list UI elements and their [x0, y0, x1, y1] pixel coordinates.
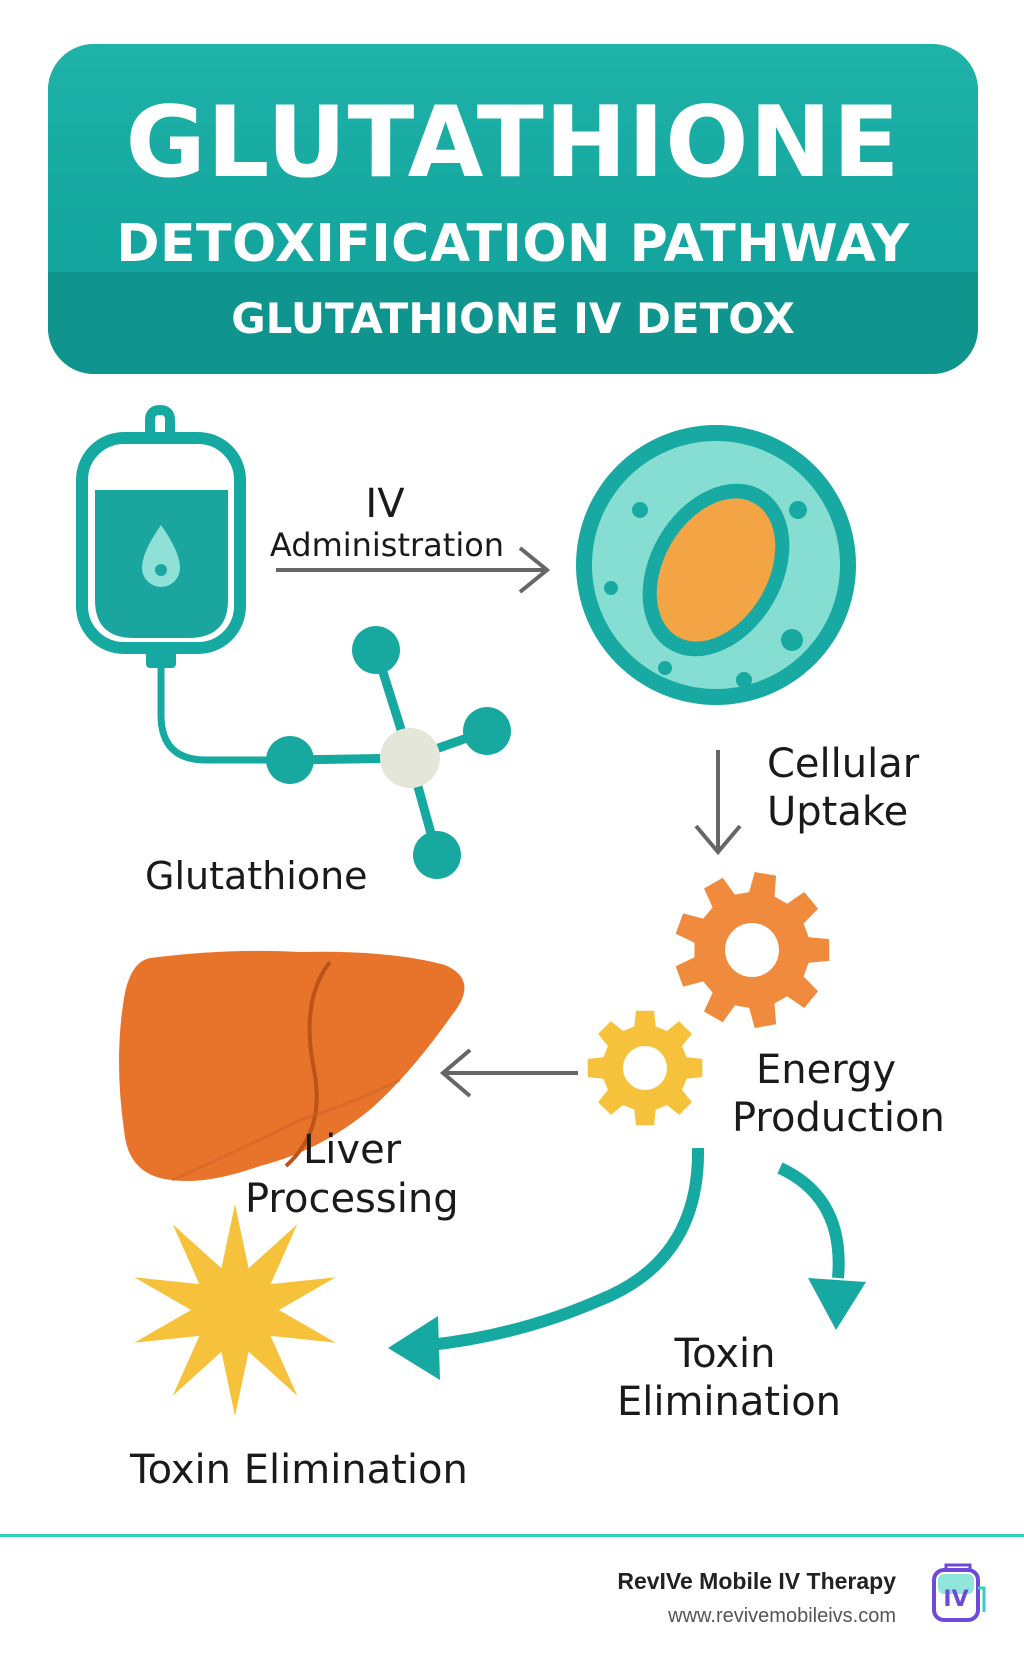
arrow-iv-to-cell: [276, 546, 551, 594]
label-toxin-elimination-left: Toxin Elimination: [130, 1447, 468, 1493]
label-glutathione: Glutathione: [145, 854, 368, 898]
label-toxin-right: Toxin: [674, 1331, 776, 1377]
subtitle-band: [48, 272, 978, 374]
cell-icon: [576, 425, 856, 705]
main-title: GLUTATHIONE: [125, 86, 901, 200]
arrow-energy-to-toxin-left: [388, 1147, 705, 1380]
liver-icon: [119, 950, 465, 1182]
label-iv: IV: [365, 481, 405, 527]
label-energy: Energy: [756, 1047, 897, 1093]
orange-gear-icon: [675, 872, 830, 1028]
label-administration: Administration: [269, 526, 505, 564]
title-banner: GLUTATHIONE DETOXIFICATION PATHWAY GLUTA…: [48, 44, 978, 374]
label-production: Production: [732, 1095, 945, 1141]
arrow-energy-to-toxin-right: [777, 1162, 866, 1330]
arrow-energy-to-liver: [439, 1048, 578, 1098]
title-banner-top: [48, 44, 978, 272]
brand-name: RevIVe Mobile IV Therapy: [617, 1568, 896, 1594]
glutathione-molecule-icon: [266, 626, 511, 879]
orange-gear-hole: [725, 923, 779, 977]
toxin-star-icon: [134, 1204, 336, 1416]
label-uptake: Uptake: [767, 789, 909, 835]
subtitle: GLUTATHIONE IV DETOX: [231, 294, 795, 343]
footer-divider: [0, 1534, 1024, 1537]
logo-text: IV: [943, 1587, 968, 1612]
arrow-cell-to-energy: [694, 750, 742, 856]
label-liver: Liver: [303, 1127, 402, 1173]
label-elimination-right: Elimination: [616, 1379, 842, 1425]
main-title-line2: DETOXIFICATION PATHWAY: [116, 214, 910, 274]
pathway-diagram: [76, 404, 866, 1416]
yellow-gear-icon: [587, 1010, 703, 1126]
brand-url[interactable]: www.revivemobileivs.com: [668, 1605, 896, 1627]
yellow-gear-hole: [623, 1046, 667, 1090]
brand-logo-icon: IV: [932, 1563, 986, 1622]
brand-block: RevIVe Mobile IV Therapy www.revivemobil…: [617, 1568, 896, 1628]
label-processing: Processing: [245, 1176, 459, 1222]
iv-bag-icon: [76, 404, 290, 764]
label-cellular: Cellular: [767, 741, 920, 787]
